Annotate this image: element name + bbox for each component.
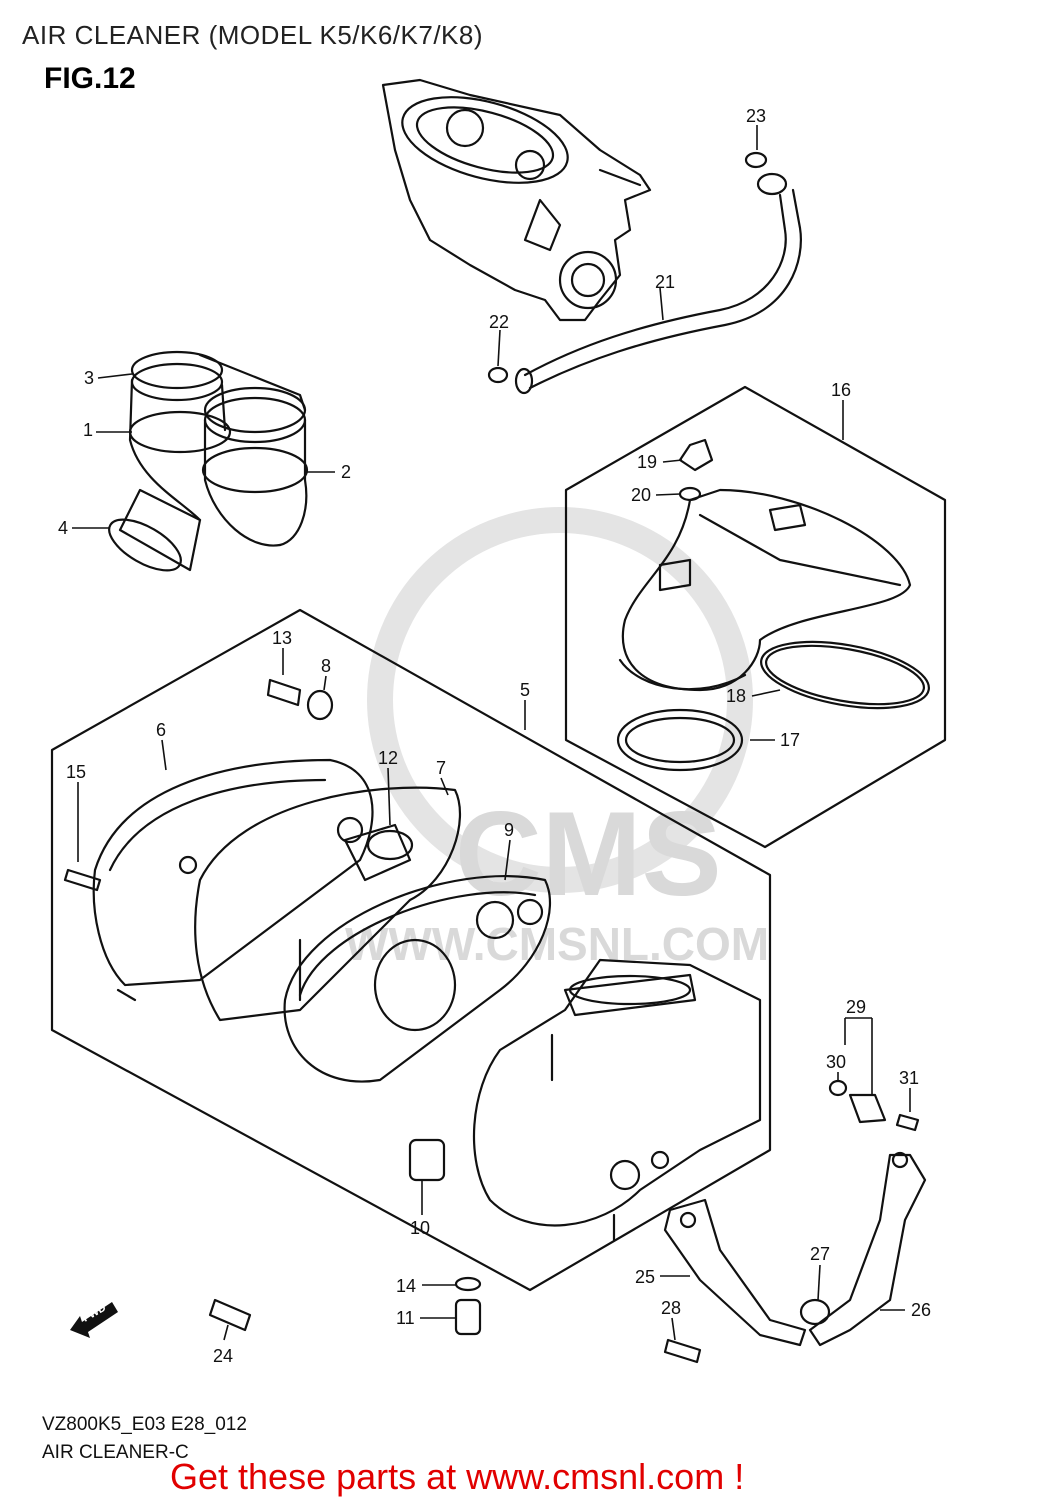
- callout-3: 3: [84, 368, 94, 388]
- callout-18: 18: [726, 686, 746, 706]
- callout-31: 31: [899, 1068, 919, 1088]
- callout-26: 26: [911, 1300, 931, 1320]
- watermark-url: WWW.CMSNL.COM: [345, 918, 769, 970]
- clamp-14: [454, 1276, 482, 1292]
- throttle-body: [381, 78, 652, 322]
- callout-labels: 1 2 3 4 5 6 7 8 9 10 11 12 13 14 15 16 1…: [58, 106, 931, 1366]
- gasket-7: [194, 786, 462, 1022]
- callout-13: 13: [272, 628, 292, 648]
- diagram-code: VZ800K5_E03 E28_012: [42, 1414, 247, 1435]
- leader-lines: [72, 125, 911, 1341]
- fitting-19: [678, 438, 714, 472]
- callout-30: 30: [826, 1052, 846, 1072]
- callout-21: 21: [655, 272, 675, 292]
- cover-6: [92, 758, 374, 1002]
- callout-14: 14: [396, 1276, 416, 1296]
- callout-7: 7: [436, 758, 446, 778]
- clamp-17: [616, 708, 744, 772]
- callout-2: 2: [341, 462, 351, 482]
- callout-16: 16: [831, 380, 851, 400]
- callout-29: 29: [846, 997, 866, 1017]
- intake-duct: [618, 488, 912, 692]
- promo-link[interactable]: Get these parts at www.cmsnl.com !: [170, 1456, 745, 1497]
- hose-21: [514, 172, 802, 395]
- watermark: CMS WWW.CMSNL.COM: [345, 507, 769, 970]
- bracket-25: [663, 1198, 807, 1347]
- callout-4: 4: [58, 518, 68, 538]
- callout-24: 24: [213, 1346, 233, 1366]
- bolt-13: [266, 678, 302, 707]
- figure-number: FIG.12: [44, 62, 136, 95]
- callout-22: 22: [489, 312, 509, 332]
- callout-9: 9: [504, 820, 514, 840]
- callout-28: 28: [661, 1298, 681, 1318]
- watermark-ring: [367, 507, 753, 893]
- seal-18: [760, 640, 930, 710]
- callout-23: 23: [746, 106, 766, 126]
- callout-11: 11: [396, 1308, 415, 1328]
- callout-10: 10: [410, 1218, 430, 1238]
- callout-17: 17: [780, 730, 800, 750]
- clamp-23: [744, 151, 768, 169]
- bracket-26: [808, 1151, 927, 1347]
- callout-15: 15: [66, 762, 86, 782]
- outline-box-5: [50, 608, 772, 1292]
- cushion-27: [799, 1298, 831, 1326]
- callout-1: 1: [83, 420, 93, 440]
- case-body: [472, 958, 762, 1242]
- diagram-title: AIR CLEANER (MODEL K5/K6/K7/K8): [22, 20, 484, 50]
- clamp-22: [487, 366, 509, 384]
- fwd-arrow-icon: FWD: [70, 1302, 118, 1338]
- callout-12: 12: [378, 748, 398, 768]
- plug-11: [454, 1298, 482, 1336]
- bolt-24: [208, 1298, 252, 1332]
- tube-12: [343, 823, 412, 882]
- intake-boots: [108, 350, 309, 572]
- callout-8: 8: [321, 656, 331, 676]
- screw-15: [63, 868, 102, 892]
- grommet-10: [408, 1138, 446, 1182]
- cushion-8: [306, 689, 334, 721]
- callout-25: 25: [635, 1267, 655, 1287]
- watermark-brand: CMS: [455, 787, 722, 921]
- outline-box-16: [564, 385, 947, 849]
- callout-6: 6: [156, 720, 166, 740]
- sensor-29: [828, 1079, 887, 1124]
- callout-5: 5: [520, 680, 530, 700]
- bolt-28: [663, 1338, 702, 1364]
- callout-27: 27: [810, 1244, 830, 1264]
- oring-20: [678, 486, 702, 502]
- callout-20: 20: [631, 485, 651, 505]
- element-9: [283, 875, 552, 1083]
- callout-19: 19: [637, 452, 657, 472]
- screw-31: [895, 1113, 920, 1132]
- diagram-subtitle: AIR CLEANER-C: [42, 1442, 189, 1463]
